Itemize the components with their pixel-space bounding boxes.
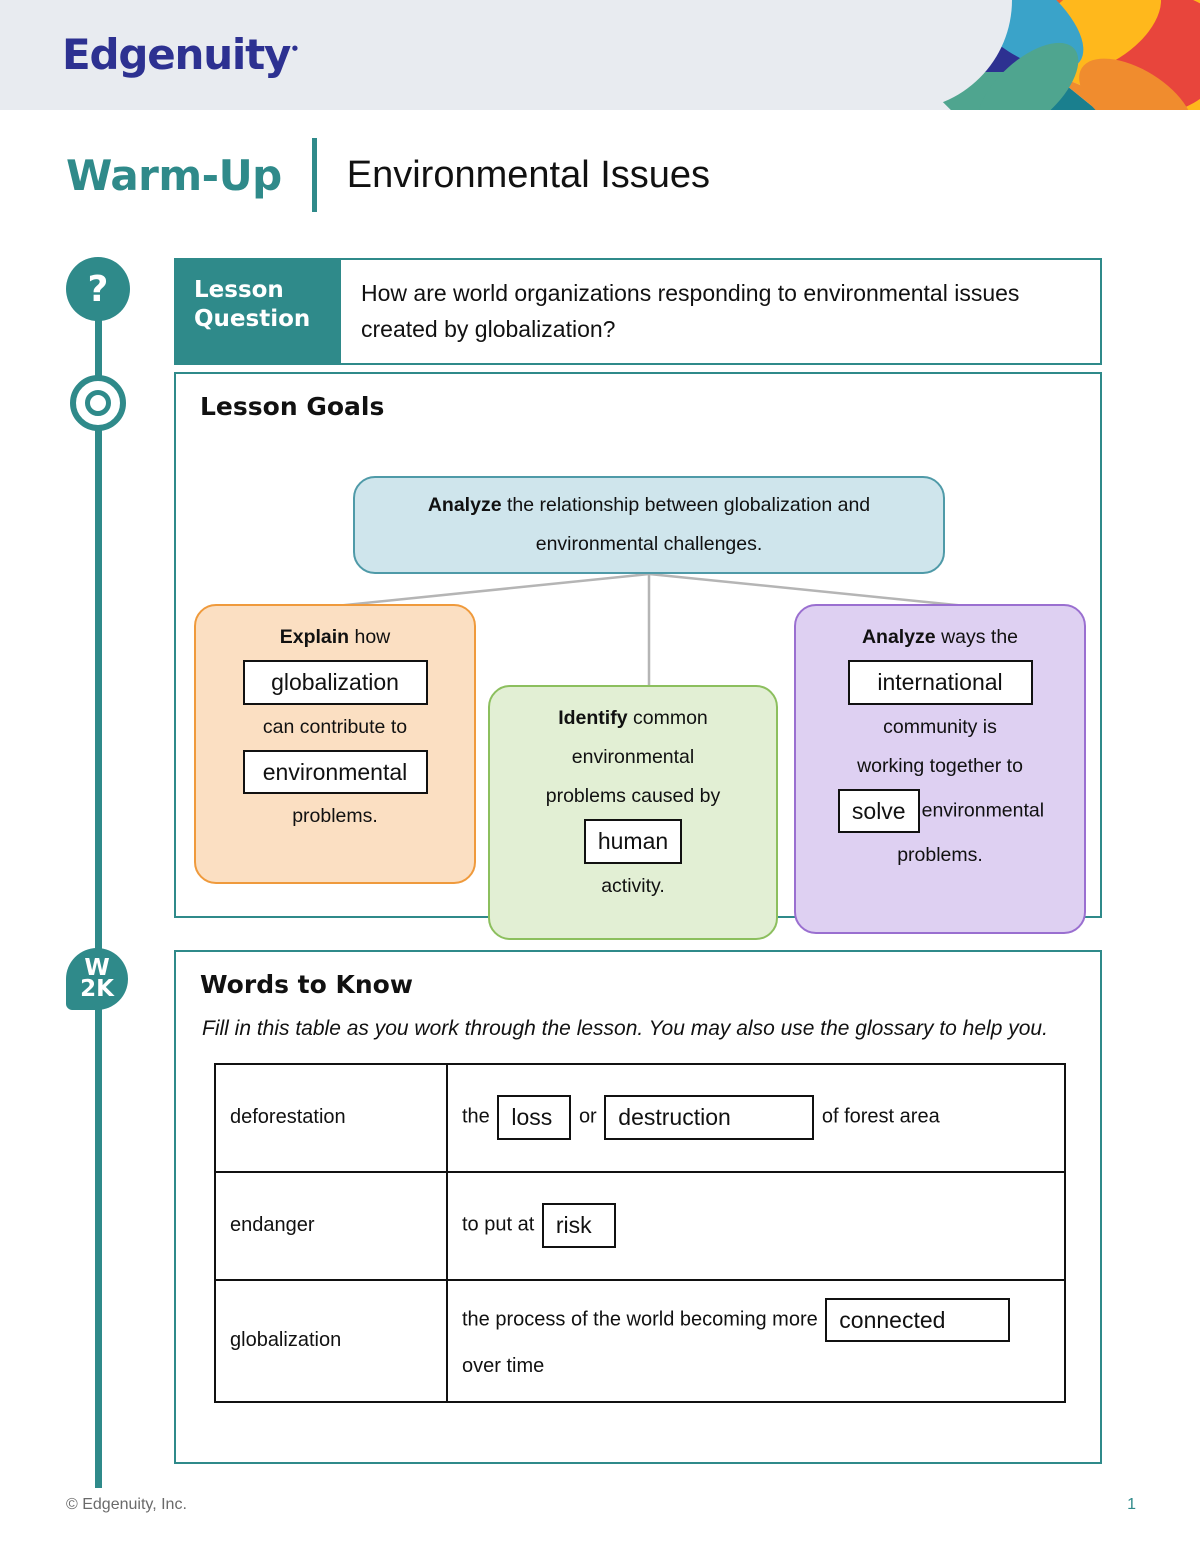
lesson-question-label-line2: Question (194, 305, 311, 332)
purple-line1: Analyze ways the (812, 618, 1068, 657)
def-text: the process of the world becoming more (462, 1308, 818, 1331)
orange-pre: how (349, 626, 391, 648)
purple-post: problems. (897, 844, 983, 866)
table-row: globalization the process of the world b… (214, 1278, 1066, 1403)
goal-box-analyze-relationship: Analyze the relationship between globali… (353, 476, 945, 574)
goal-top-rest: the relationship between globalization a… (501, 494, 871, 516)
answer-blank-human[interactable]: human (583, 819, 683, 864)
green-line2: environmental (571, 746, 695, 768)
lesson-question-text: How are world organizations responding t… (361, 280, 1020, 342)
page-header: Edgenuity• (0, 0, 1200, 110)
orange-answer2-wrap: environmental (212, 747, 458, 798)
definition-cell: the process of the world becoming more c… (446, 1278, 1066, 1403)
answer-blank-loss[interactable]: loss (497, 1095, 572, 1140)
page-title-topic: Environmental Issues (346, 153, 711, 196)
purple-bold: Analyze (861, 626, 936, 648)
diagram-connector-lines (335, 572, 967, 685)
target-ring-icon (70, 375, 126, 431)
orange-answer1-wrap: globalization (212, 657, 458, 708)
orange-mid: can contribute to (262, 715, 408, 738)
page-footer: © Edgenuity, Inc. 1 (66, 1496, 1136, 1514)
answer-blank-globalization[interactable]: globalization (242, 660, 428, 705)
lesson-goals-diagram: Analyze the relationship between globali… (176, 421, 1104, 940)
goal-top-bold: Analyze (427, 494, 502, 516)
copyright-text: © Edgenuity, Inc. (66, 1496, 187, 1513)
words-to-know-intro: Fill in this table as you work through t… (202, 1017, 1048, 1040)
lesson-question-box: Lesson Question How are world organizati… (174, 258, 1102, 366)
lesson-question-label: Lesson Question (176, 260, 341, 364)
green-bold: Identify (558, 707, 628, 729)
term-cell: endanger (214, 1170, 448, 1281)
pinwheel-logo-graphic (900, 0, 1200, 110)
table-row: endanger to put at risk (214, 1170, 1066, 1281)
answer-blank-environmental[interactable]: environmental (242, 749, 428, 794)
green-answer1-wrap: human (506, 816, 760, 867)
brand-trademark-icon: • (290, 40, 300, 58)
purple-tail: environmental (921, 798, 1045, 821)
answer-blank-connected[interactable]: connected (825, 1297, 1011, 1342)
target-ring-outer (70, 375, 126, 431)
green-post: activity. (601, 874, 665, 897)
def-text: or (578, 1105, 597, 1128)
goal-top-line2: environmental challenges. (535, 533, 763, 555)
goal-box-analyze-international: Analyze ways the international community… (794, 604, 1086, 934)
def-text: to put at (462, 1213, 535, 1236)
term-cell: deforestation (214, 1062, 448, 1173)
answer-blank-risk[interactable]: risk (541, 1203, 616, 1248)
term-cell: globalization (214, 1278, 448, 1403)
answer-blank-destruction[interactable]: destruction (604, 1095, 815, 1140)
page-title: Warm-Up Environmental Issues (66, 138, 710, 212)
brand-text: Edgenuity (62, 30, 291, 79)
purple-line2: community is (883, 715, 997, 738)
words-to-know-icon: W 2K (66, 948, 128, 1010)
words-to-know-panel: Words to Know Fill in this table as you … (174, 950, 1102, 1464)
purple-line3: working together to (857, 754, 1023, 777)
words-to-know-table: deforestation the loss or destruction of… (214, 1062, 1066, 1404)
page-title-kicker: Warm-Up (66, 150, 282, 200)
words-to-know-heading: Words to Know (200, 970, 413, 999)
title-divider (311, 138, 317, 212)
goal-box-explain-globalization: Explain how globalization can contribute… (194, 604, 476, 884)
w2k-icon-line2: 2K (80, 976, 114, 1002)
target-ring-inner (85, 390, 111, 416)
lesson-goals-heading: Lesson Goals (200, 392, 385, 421)
edgenuity-logo: Edgenuity• (62, 30, 300, 79)
page-number: 1 (1127, 1496, 1136, 1513)
def-text: the (462, 1105, 490, 1128)
definition-cell: the loss or destruction of forest area (446, 1062, 1066, 1173)
orange-line1: Explain how (212, 618, 458, 657)
w2k-icon-line1: W (84, 954, 110, 981)
purple-pre: ways the (935, 626, 1019, 648)
green-pre: common (627, 707, 708, 729)
def-text-tail: over time (462, 1355, 545, 1377)
orange-post: problems. (292, 805, 378, 827)
def-text: of forest area (821, 1105, 940, 1128)
lesson-goals-panel: Lesson Goals Analyze the relationship be… (174, 372, 1104, 940)
definition-cell: to put at risk (446, 1170, 1066, 1281)
answer-blank-international[interactable]: international (847, 660, 1033, 705)
question-mark-glyph: ? (87, 268, 109, 310)
goal-box-identify-problems: Identify common environmental problems c… (488, 685, 778, 940)
answer-blank-solve[interactable]: solve (837, 788, 920, 833)
orange-bold: Explain (279, 626, 350, 648)
timeline-rail (95, 300, 102, 1488)
goal-top-line1: Analyze the relationship between globali… (371, 486, 927, 525)
purple-answer1-wrap: international (812, 657, 1068, 708)
lesson-question-label-line1: Lesson (194, 277, 284, 303)
question-mark-icon: ? (66, 257, 130, 321)
table-row: deforestation the loss or destruction of… (214, 1062, 1066, 1173)
green-line1: Identify common (506, 699, 760, 738)
green-line3: problems caused by (545, 785, 721, 807)
words-to-know-table-body: deforestation the loss or destruction of… (214, 1062, 1066, 1403)
